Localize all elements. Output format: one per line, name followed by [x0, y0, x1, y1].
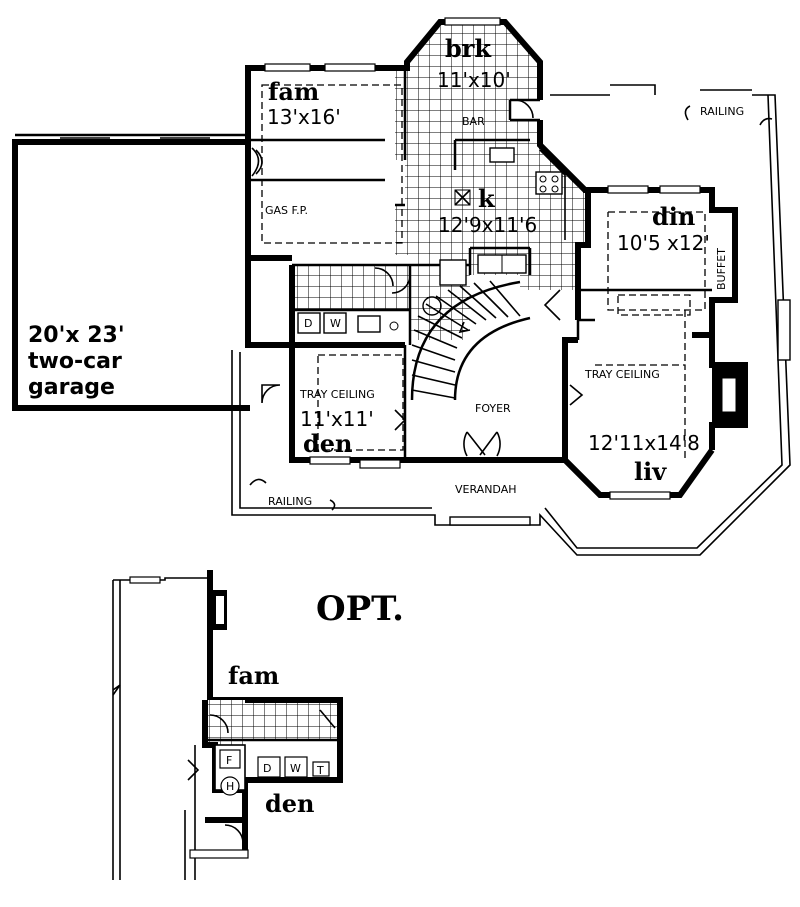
liv-ceiling-label: TRAY CEILING — [584, 368, 660, 381]
option-title: OPT. — [316, 589, 404, 629]
foyer-label: FOYER — [475, 402, 511, 415]
option-heater-label: H — [226, 780, 234, 793]
room-den-name: den — [303, 429, 353, 458]
room-brk-dim: 11'x10' — [437, 68, 511, 92]
kitchen-counters — [454, 147, 581, 274]
room-brk-name: brk — [445, 34, 492, 63]
verandah — [231, 84, 791, 556]
room-din-dim: 10'5 x12' — [617, 231, 710, 255]
railing-bottom-label: RAILING — [268, 495, 312, 508]
doors — [261, 99, 584, 457]
option-plan — [112, 570, 343, 880]
option-washer-label: W — [290, 762, 301, 775]
option-fam-label: fam — [228, 661, 279, 690]
option-furnace-label: F — [226, 754, 232, 767]
curved-staircase — [410, 280, 531, 401]
room-fam-dim: 13'x16' — [267, 105, 341, 129]
room-k-name: k — [478, 184, 496, 213]
room-liv-name: liv — [634, 457, 667, 486]
dryer-label: D — [304, 317, 312, 330]
room-fam-name: fam — [268, 77, 319, 106]
garage — [12, 133, 250, 411]
railing-top-label: RAILING — [700, 105, 744, 118]
garage-name-line1: two-car — [28, 349, 122, 374]
garage-name-line2: garage — [28, 375, 115, 400]
garage-dim: 20'x 23' — [28, 323, 125, 348]
overhead-lines — [261, 84, 706, 460]
windows — [264, 17, 701, 500]
den-ceiling-label: TRAY CEILING — [299, 388, 375, 401]
buffet-label: BUFFET — [715, 248, 728, 290]
laundry-appliances: D W — [297, 259, 467, 334]
living-fireplace — [712, 365, 745, 425]
room-liv-dim: 12'11x14'8 — [588, 431, 700, 455]
room-din-name: din — [652, 202, 695, 231]
option-den-label: den — [265, 789, 315, 818]
option-dryer-label: D — [263, 762, 271, 775]
bar-label: BAR — [462, 115, 485, 128]
washer-label: W — [330, 317, 341, 330]
option-tub-label: T — [316, 764, 324, 777]
verandah-label: VERANDAH — [455, 483, 517, 496]
gas-fp-label: GAS F.P. — [265, 204, 308, 217]
gas-fireplace — [251, 147, 263, 177]
room-den-dim: 11'x11' — [300, 407, 374, 431]
room-k-dim: 12'9x11'6 — [438, 213, 537, 237]
